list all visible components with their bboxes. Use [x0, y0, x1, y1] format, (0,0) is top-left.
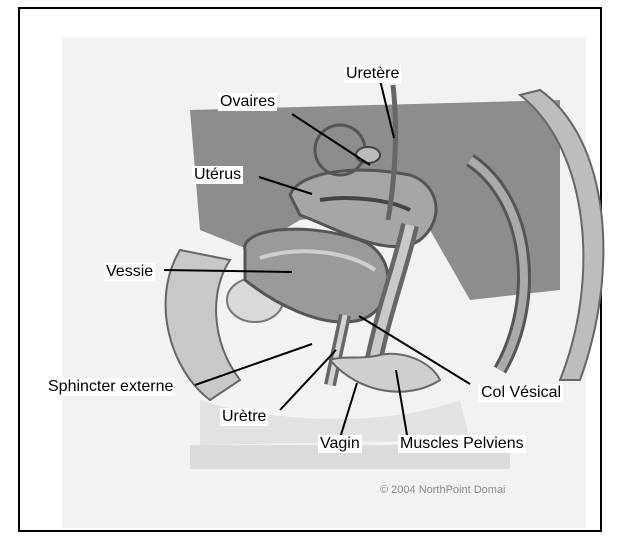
label-ovaires: Ovaires — [218, 93, 277, 111]
ovary — [356, 147, 380, 163]
label-uretere: Uretère — [344, 65, 401, 83]
label-sphincter-externe: Sphincter externe — [46, 378, 175, 396]
label-vessie: Vessie — [104, 263, 155, 281]
label-uterus: Utérus — [192, 166, 243, 184]
label-uretre: Urètre — [220, 408, 268, 426]
label-vagin: Vagin — [318, 435, 362, 453]
copyright-credit: © 2004 NorthPoint Domai — [380, 484, 506, 496]
label-col-vesical: Col Vésical — [479, 384, 563, 402]
label-muscles-pelviens: Muscles Pelviens — [398, 435, 526, 453]
